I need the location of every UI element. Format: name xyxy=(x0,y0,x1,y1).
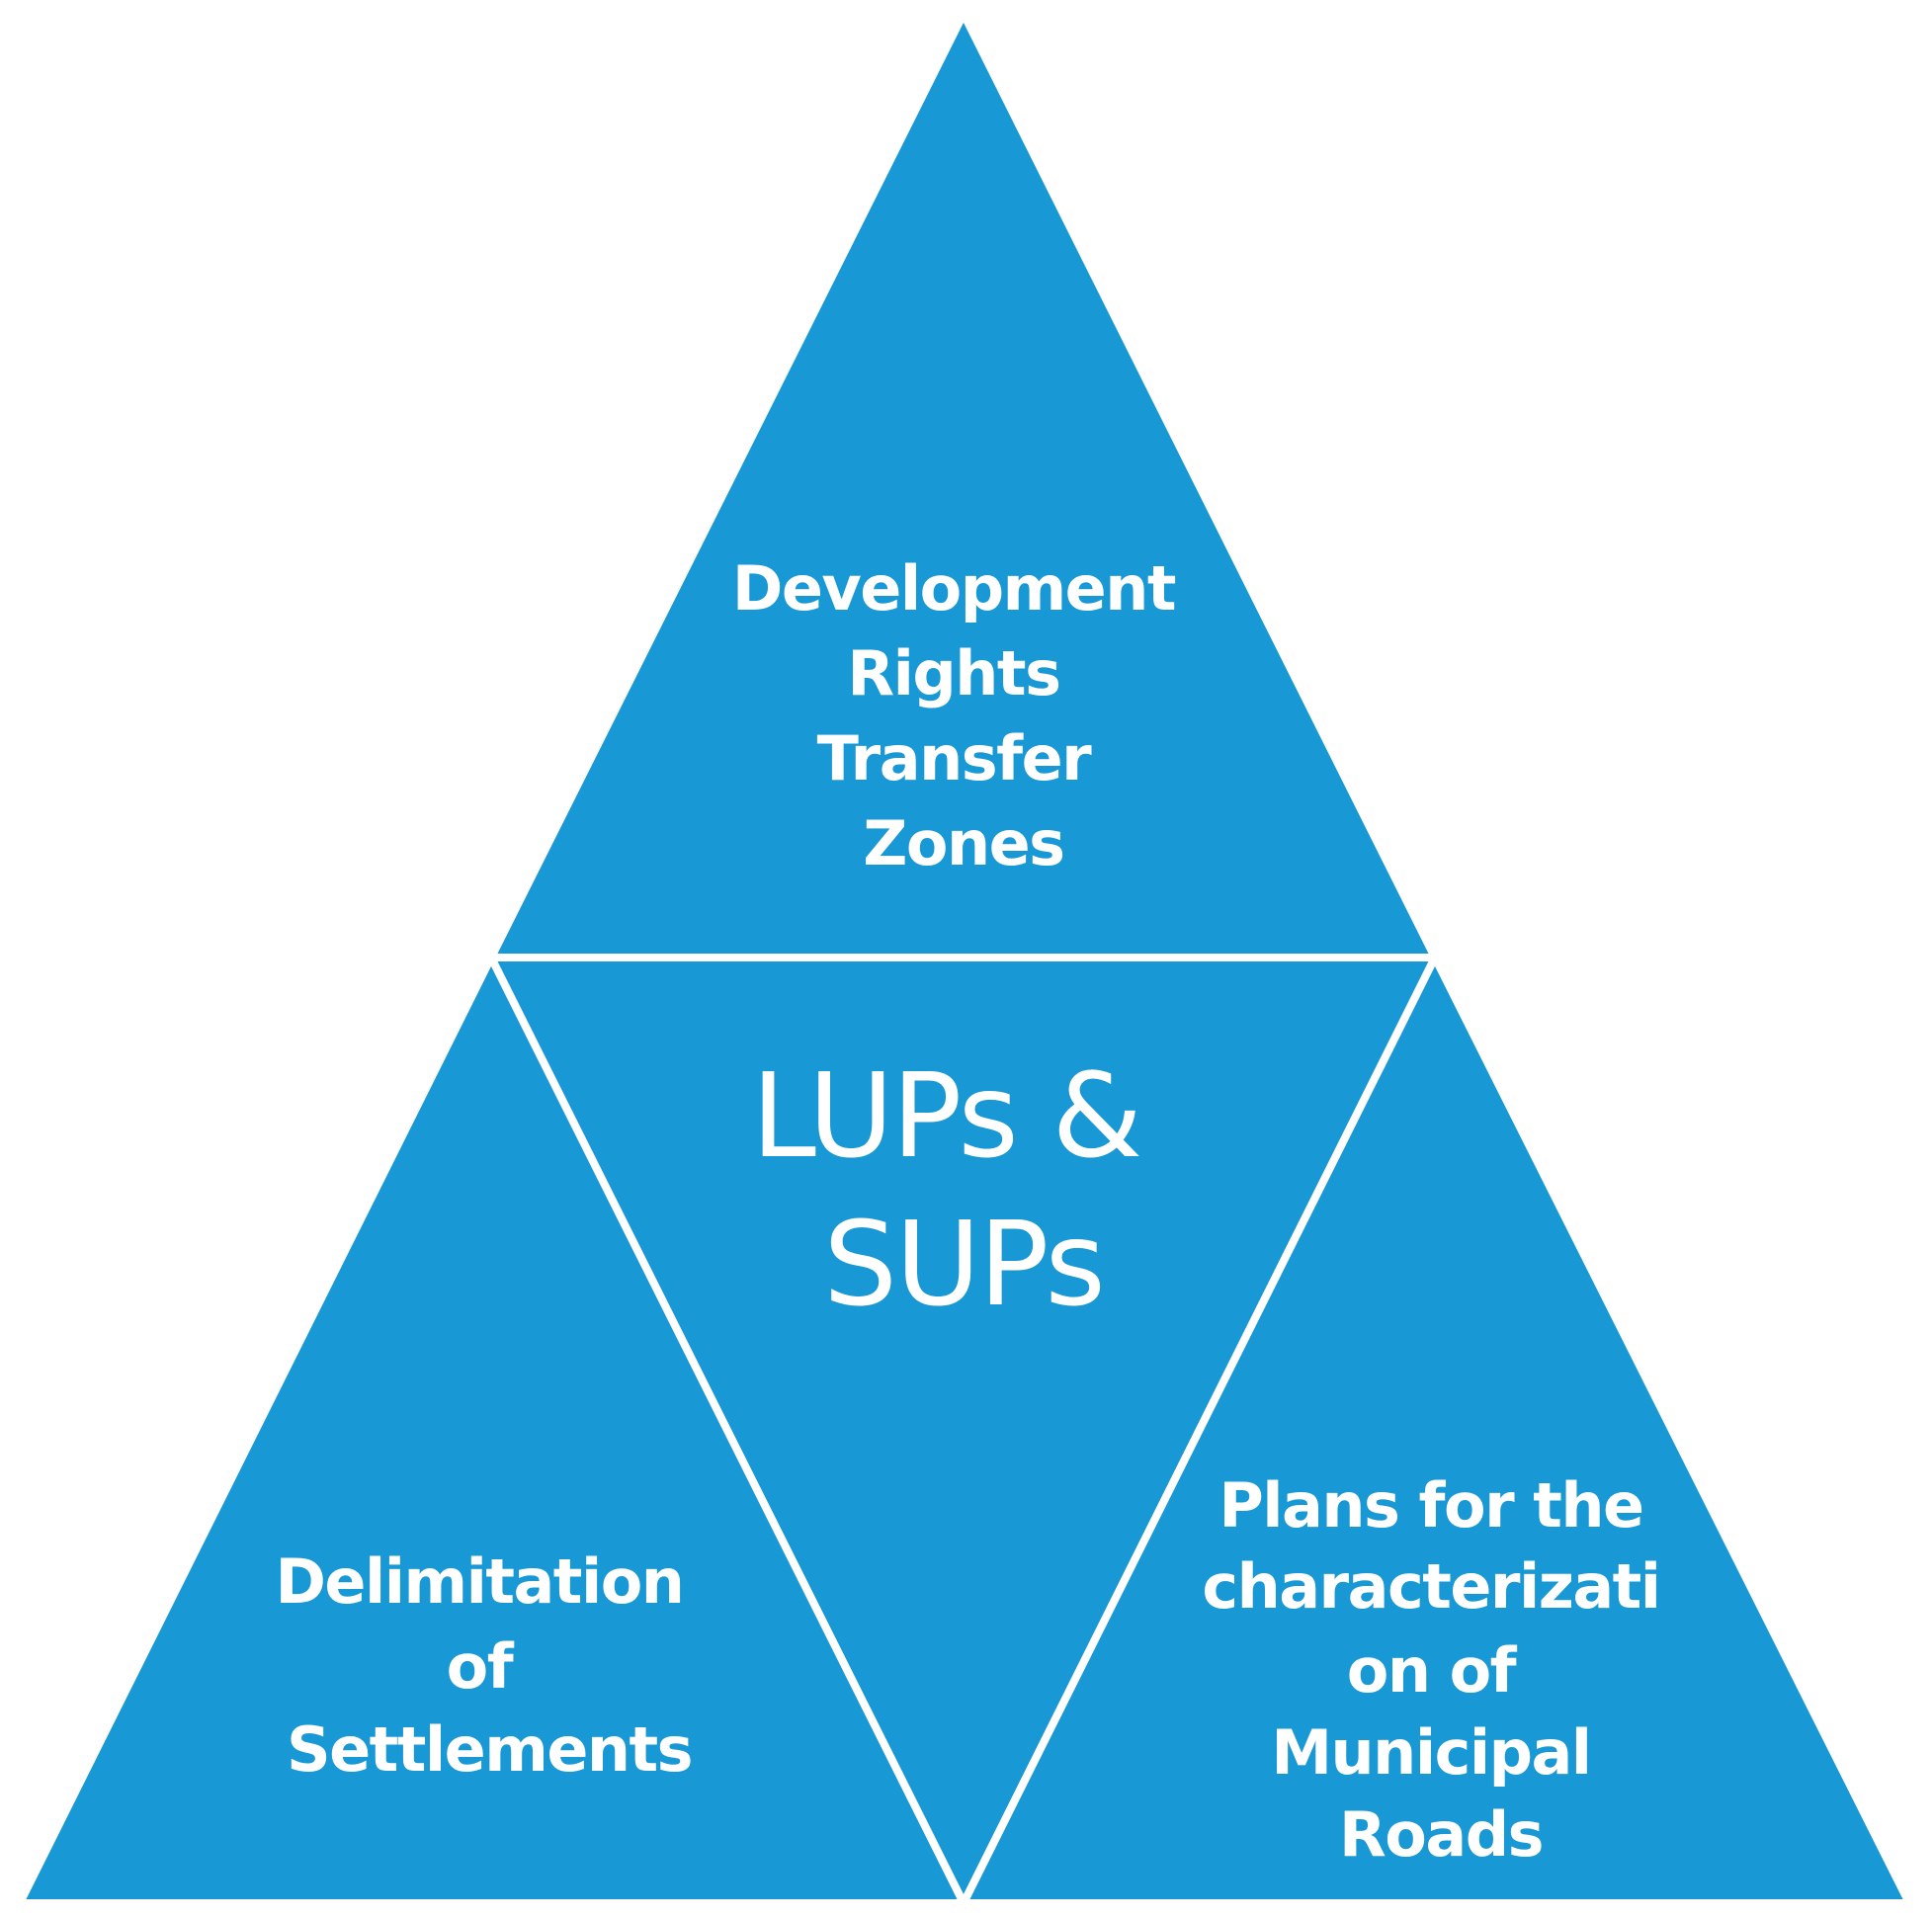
top-label-line: Transfer xyxy=(817,722,1092,794)
left-label: Delimitation of Settlements xyxy=(275,1545,703,1786)
top-label-line: Development xyxy=(732,552,1176,625)
right-label-line: characterizati xyxy=(1202,1550,1659,1623)
left-label-line: Settlements xyxy=(287,1713,692,1786)
top-label-line: Rights xyxy=(847,637,1059,709)
left-label-line: of xyxy=(447,1630,515,1703)
center-label-line: SUPs xyxy=(823,1196,1104,1332)
center-label: LUPs & SUPs xyxy=(751,1047,1176,1332)
top-label: Development Rights Transfer Zones xyxy=(732,552,1195,879)
right-triangle xyxy=(957,949,1916,1907)
top-label-line: Zones xyxy=(863,807,1063,879)
right-label-line: Roads xyxy=(1339,1798,1543,1871)
right-label-line: on of xyxy=(1347,1634,1518,1707)
left-label-line: Delimitation xyxy=(275,1545,683,1618)
center-label-line: LUPs & xyxy=(751,1047,1140,1184)
right-label-line: Municipal xyxy=(1271,1716,1590,1789)
left-triangle xyxy=(13,949,970,1907)
right-label-line: Plans for the xyxy=(1218,1469,1642,1542)
right-label: Plans for the characterizati on of Munic… xyxy=(1202,1469,1679,1871)
